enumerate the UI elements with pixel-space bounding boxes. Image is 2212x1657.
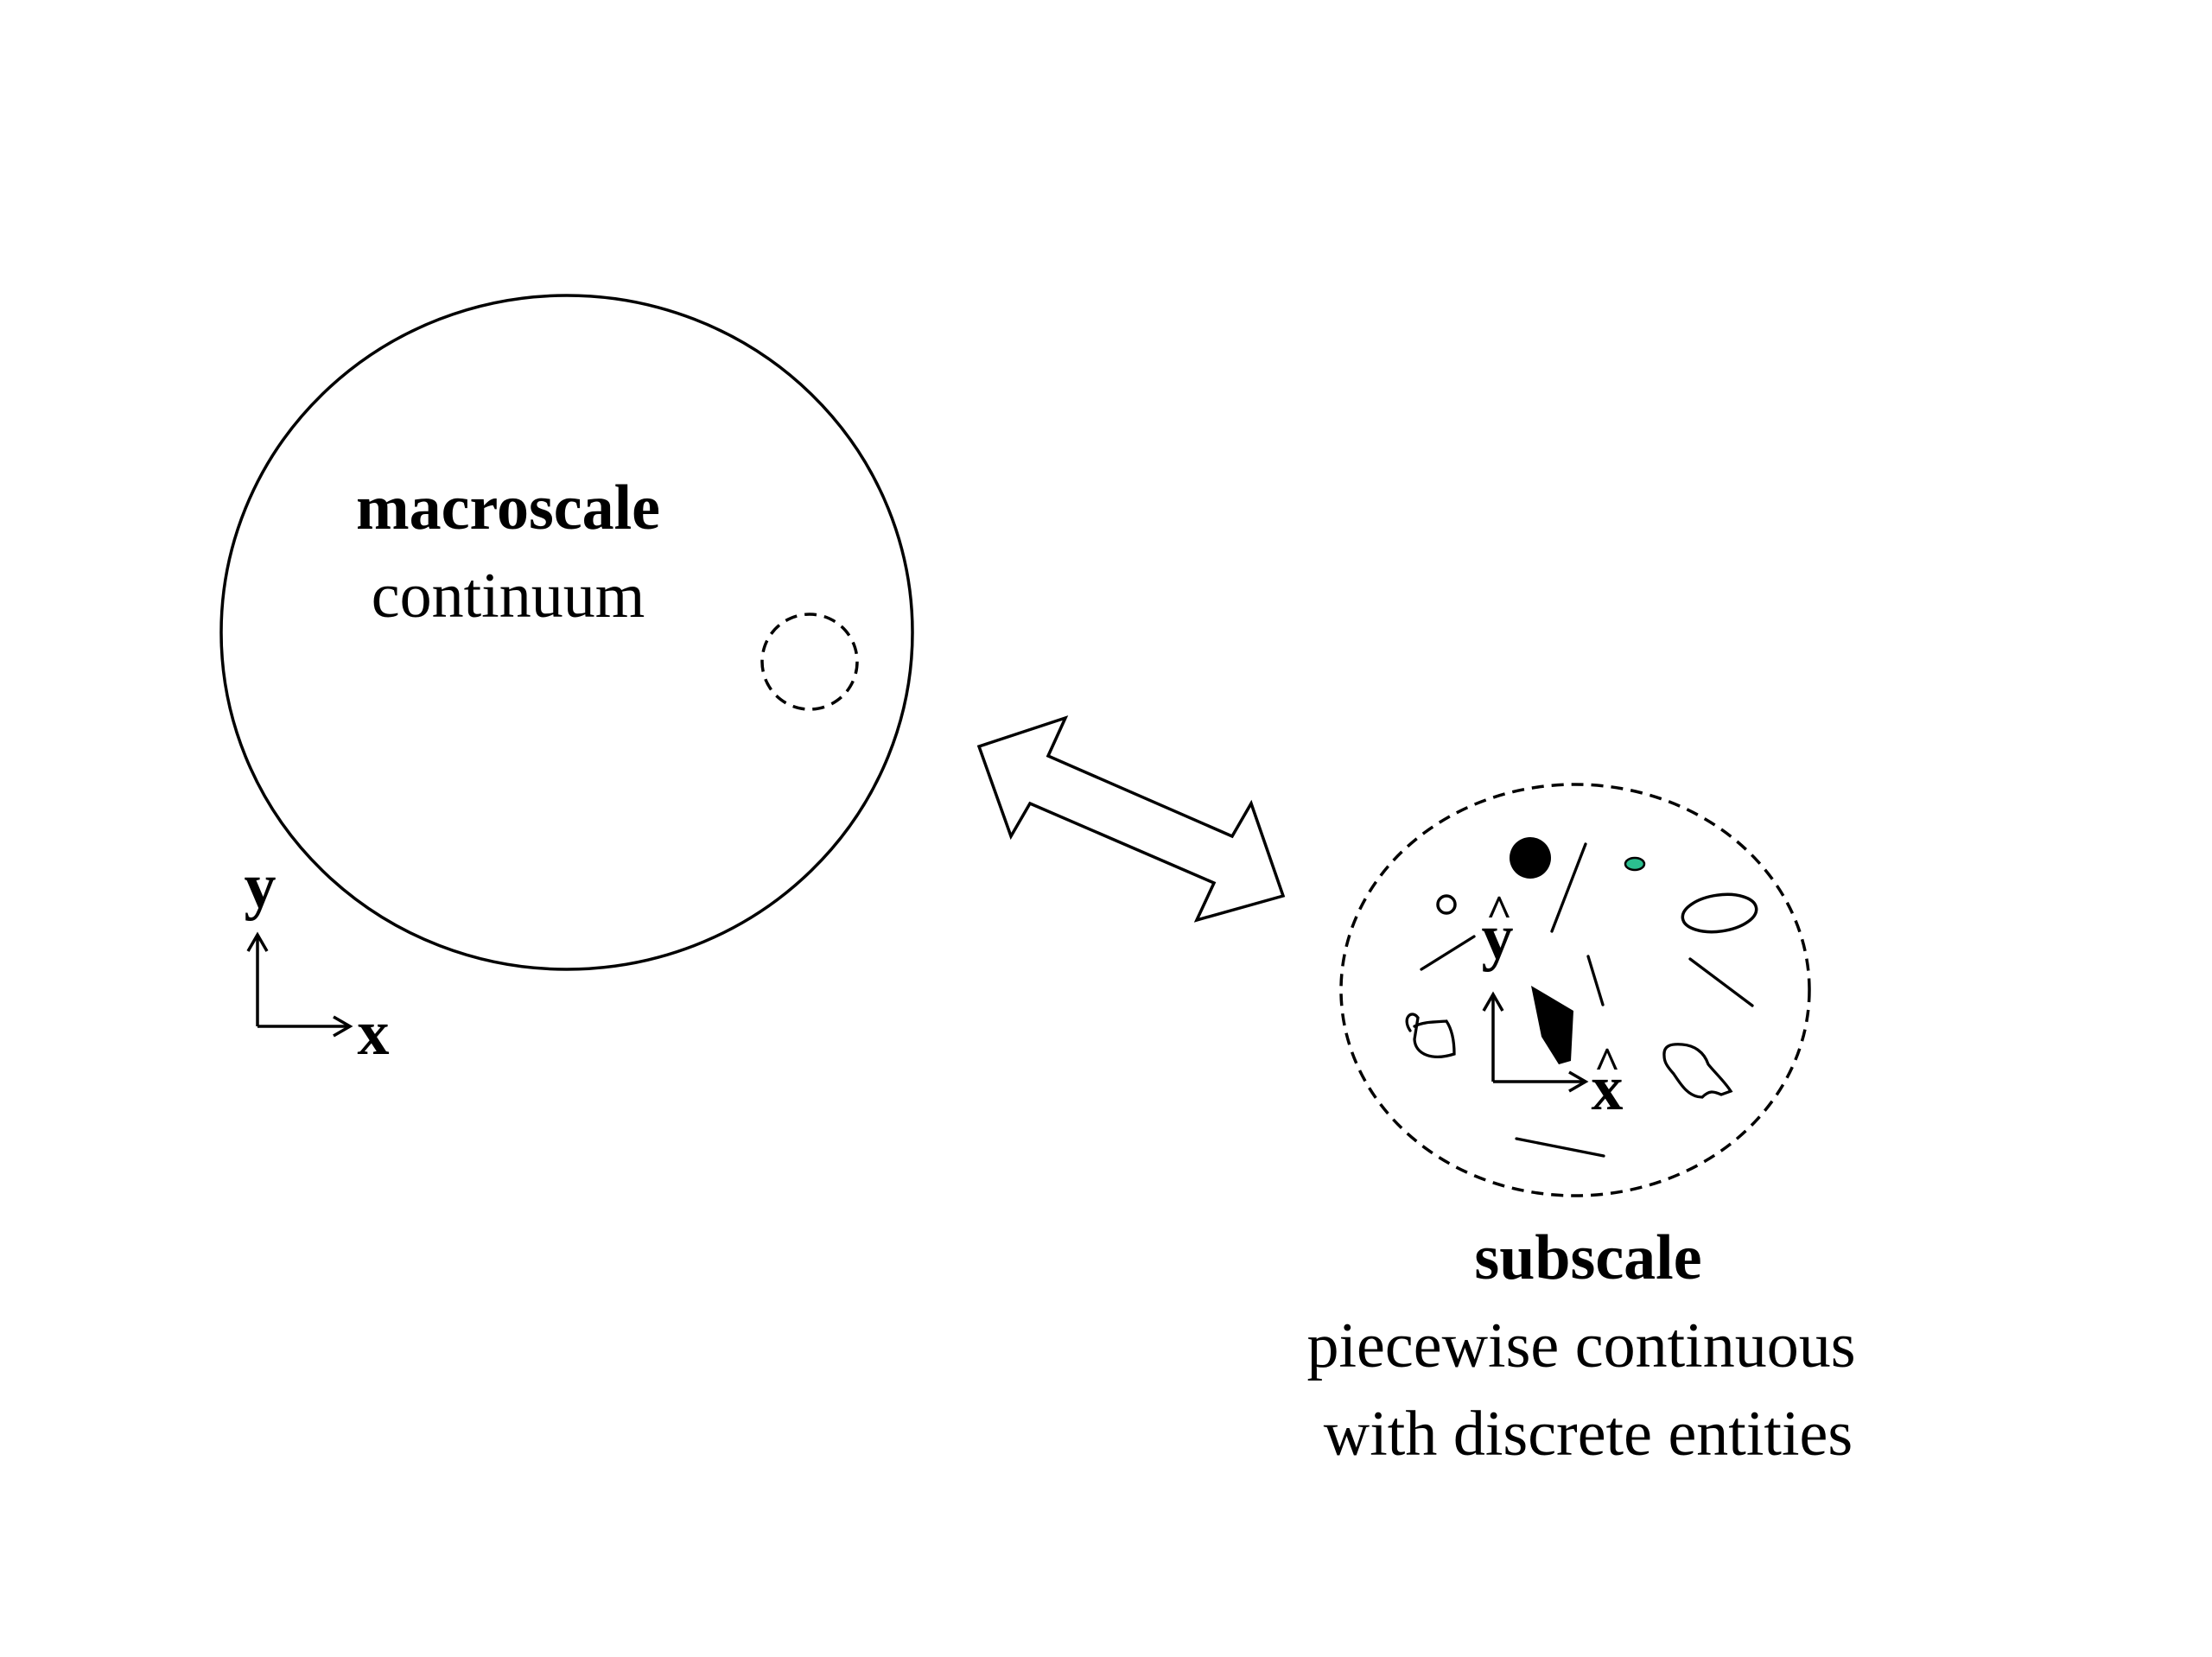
macro-axes: y x	[245, 851, 390, 1069]
subscale-line2: with discrete entities	[1324, 1399, 1853, 1470]
sub-y-label: y	[1482, 902, 1514, 973]
sub-y-hat: ^	[1486, 887, 1512, 936]
sub-x-arrowhead	[1568, 1070, 1589, 1093]
sub-axes: ^ y ^ x	[1482, 887, 1624, 1124]
macro-y-arrowhead	[246, 931, 269, 952]
zoom-region-marker	[760, 613, 859, 711]
entity-fiber-1	[1550, 842, 1587, 933]
subscale-title: subscale	[1474, 1222, 1701, 1293]
entity-filled-shard	[1531, 986, 1573, 1064]
entity-open-shape-right	[1662, 1043, 1733, 1099]
entity-small-circle	[1436, 894, 1457, 915]
subscale-region	[1339, 783, 1811, 1197]
discrete-entities	[1405, 837, 1758, 1158]
macro-x-label: x	[358, 998, 390, 1069]
subscale-line1: piecewise continuous	[1307, 1311, 1856, 1381]
scale-link-arrow	[976, 715, 1286, 923]
macro-y-label: y	[245, 851, 276, 922]
sub-x-hat: ^	[1594, 1039, 1620, 1089]
sub-y-arrowhead	[1482, 991, 1504, 1012]
double-headed-arrow-icon	[976, 715, 1286, 923]
entity-fiber-5	[1515, 1137, 1605, 1158]
subscale-group: ^ y ^ x subscale piecewise continuous wi…	[1307, 783, 1856, 1470]
macroscale-title: macroscale	[356, 473, 660, 543]
entity-open-shape-left	[1405, 1013, 1456, 1058]
entity-fiber-3	[1586, 955, 1605, 1006]
macro-x-arrowhead	[333, 1015, 353, 1038]
macroscale-circle	[219, 294, 914, 971]
sub-x-label: x	[1592, 1053, 1624, 1124]
macroscale-group: macroscale continuum y x	[219, 294, 914, 1069]
entity-open-ellipse	[1681, 892, 1758, 934]
entity-filled-circle	[1510, 837, 1551, 879]
entity-fiber-2	[1420, 935, 1476, 971]
macroscale-subtitle: continuum	[372, 561, 645, 632]
entity-fiber-4	[1688, 957, 1754, 1007]
entity-accent-ellipse	[1624, 856, 1646, 872]
